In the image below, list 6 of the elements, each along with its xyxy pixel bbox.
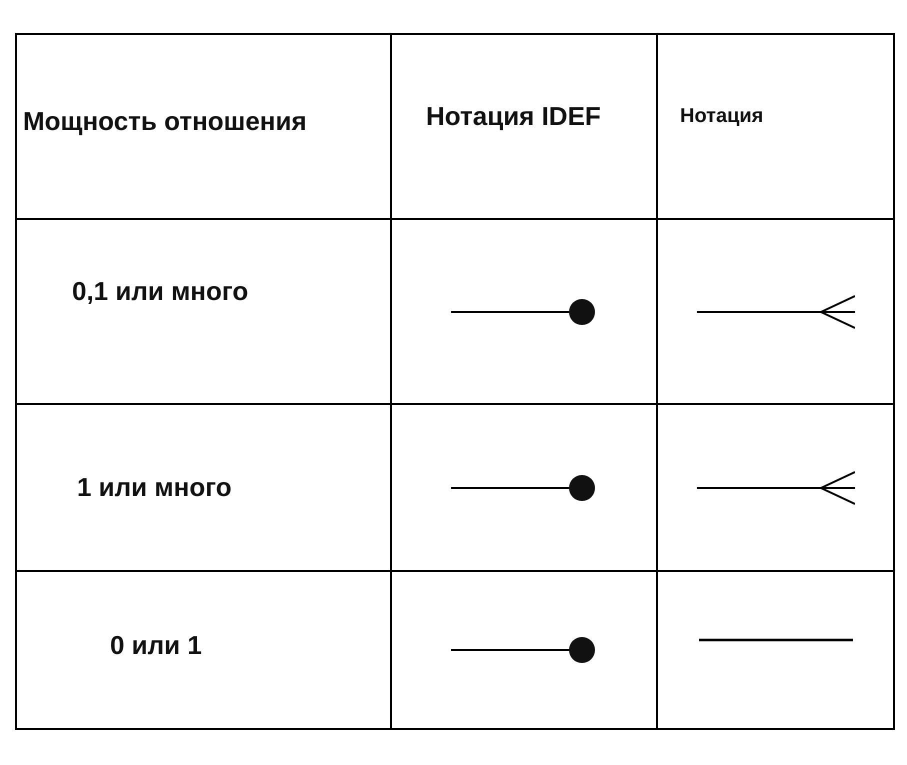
table-text: 0,1 или много <box>72 276 248 307</box>
table-text: 0 или 1 <box>110 630 202 660</box>
table-text: Нотация <box>680 105 764 128</box>
table-text: Мощность отношения <box>23 106 307 137</box>
table-text: Нотация IDEF <box>426 101 601 132</box>
table-text: 1 или много <box>77 472 232 503</box>
